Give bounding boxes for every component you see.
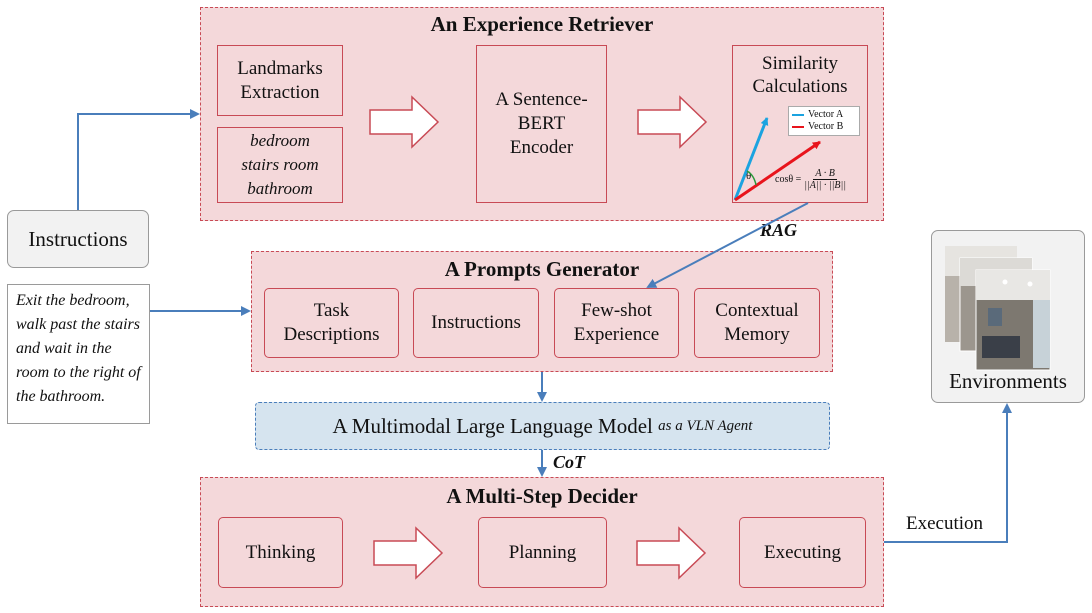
instructions-to-retriever-arrow [77, 109, 200, 210]
landmarks-extraction-box: Landmarks Extraction [217, 45, 343, 116]
block-arrow-3 [373, 526, 444, 580]
block-arrow-2 [637, 95, 708, 149]
vector-a-arrow [733, 117, 769, 201]
rag-label: RAG [760, 220, 798, 240]
experience-retriever-title: An Experience Retriever [430, 12, 654, 36]
theta-label: θ [746, 170, 752, 182]
theta-arc [746, 170, 757, 186]
instruction-example: Exit the bedroom, walk past the stairs a… [7, 284, 150, 424]
mllm-label: A Multimodal Large Language Model [332, 413, 653, 438]
vector-a-swatch [792, 114, 804, 116]
block-arrow-4 [636, 526, 707, 580]
formula-denominator: ||A|| · ||B|| [804, 180, 846, 191]
execution-arrow [884, 403, 1012, 543]
environments-label: Environments [949, 369, 1067, 393]
landmark-words-box: bedroom stairs room bathroom [217, 127, 343, 203]
thinking-box: Thinking [218, 517, 343, 588]
vector-a-label: Vector A [808, 109, 844, 120]
contextual-memory-box: Contextual Memory [694, 288, 820, 358]
vector-legend: Vector A Vector B [788, 106, 860, 136]
similarity-calculations-box: Similarity Calculations [732, 45, 868, 203]
formula-lhs: cosθ = [775, 174, 802, 185]
similarity-calculations-label: Similarity Calculations [752, 53, 848, 97]
mllm-suffix: as a VLN Agent [658, 417, 753, 434]
vector-b-arrow [734, 140, 821, 202]
cot-label: CoT [553, 452, 586, 472]
mllm-box: A Multimodal Large Language Model as a V… [255, 402, 830, 450]
instructions-box: Instructions [7, 210, 149, 268]
execution-label: Execution [906, 513, 984, 534]
cosine-formula: cosθ = A · B ||A|| · ||B|| [775, 168, 846, 191]
environment-images [945, 246, 1051, 371]
task-descriptions-box: Task Descriptions [264, 288, 399, 358]
multi-step-decider-title: A Multi-Step Decider [446, 484, 638, 508]
rag-arrow [646, 202, 809, 288]
planning-box: Planning [478, 517, 607, 588]
sentence-bert-encoder-box: A Sentence-BERT Encoder [476, 45, 607, 203]
block-arrow-1 [369, 95, 440, 149]
executing-box: Executing [739, 517, 866, 588]
formula-numerator: A · B [813, 168, 837, 180]
few-shot-experience-box: Few-shot Experience [554, 288, 679, 358]
instructions-prompt-box: Instructions [413, 288, 539, 358]
prompts-generator-title: A Prompts Generator [444, 257, 640, 281]
vector-b-swatch [792, 126, 804, 128]
vector-b-label: Vector B [808, 121, 844, 132]
